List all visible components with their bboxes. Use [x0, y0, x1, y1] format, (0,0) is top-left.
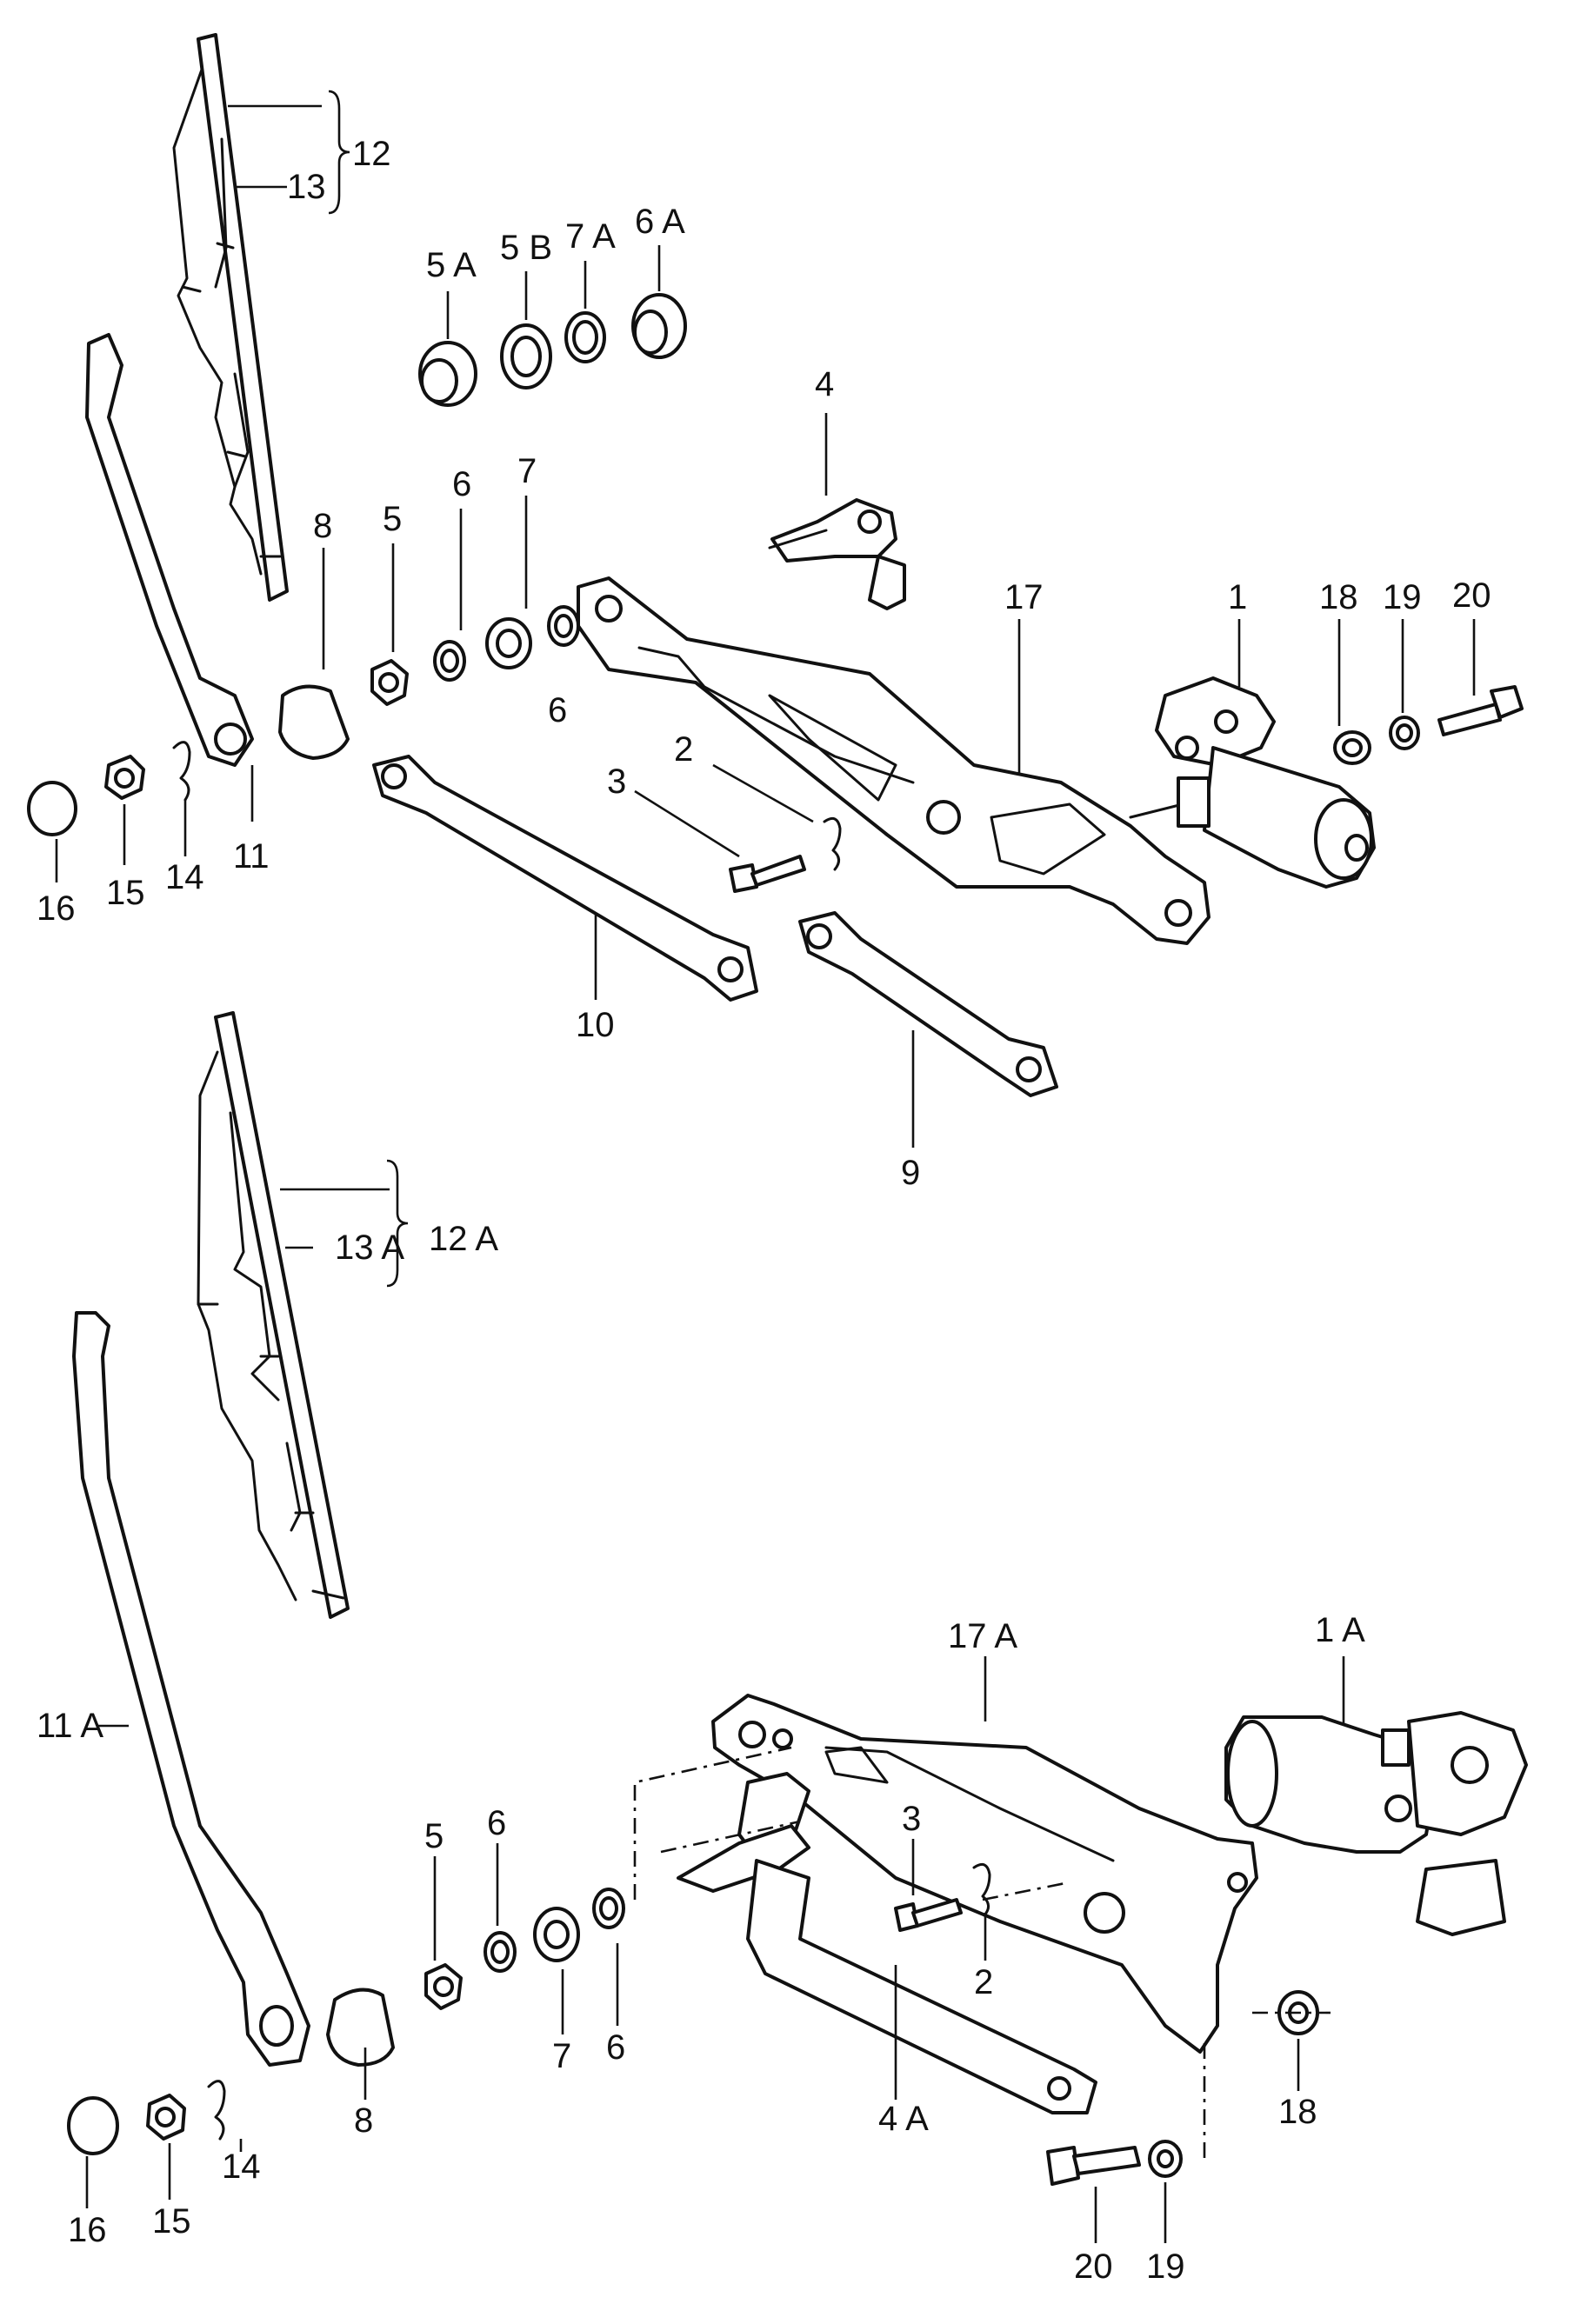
label-16-bot: 16 — [68, 2211, 107, 2249]
label-15-top: 15 — [106, 874, 145, 912]
label-5-top: 5 — [383, 500, 402, 538]
label-9-top: 9 — [901, 1154, 920, 1192]
label-4-top: 4 — [815, 365, 834, 403]
label-1A: 1 A — [1315, 1611, 1365, 1649]
link-rod-10 — [372, 755, 758, 1002]
pivot-link-4A — [677, 1772, 1097, 2114]
label-6-top: 6 — [452, 465, 471, 503]
wiper-frame-17 — [577, 576, 1211, 945]
label-6A: 6 A — [635, 203, 685, 241]
leader-lines-bottom — [85, 1159, 1345, 2243]
label-18-bot: 18 — [1278, 2093, 1317, 2131]
label-8-top: 8 — [313, 507, 332, 545]
pivot-shaft-4 — [768, 498, 906, 610]
leader-lines-top — [55, 90, 1476, 1148]
label-3-top: 3 — [607, 762, 626, 801]
wiper-motor-1 — [1129, 676, 1376, 889]
label-7-top: 7 — [517, 452, 537, 490]
label-14-top: 14 — [165, 858, 204, 896]
label-13: 13 — [287, 168, 326, 206]
wiper-arm-11A — [72, 1311, 310, 2067]
label-16-top: 16 — [37, 889, 76, 928]
label-17-top: 17 — [1004, 578, 1044, 616]
label-5B: 5 B — [500, 229, 552, 267]
label-20-bot: 20 — [1074, 2247, 1113, 2286]
label-19-bot: 19 — [1146, 2247, 1185, 2286]
label-4A: 4 A — [878, 2100, 929, 2138]
label-1-top: 1 — [1228, 578, 1247, 616]
small-parts-top — [27, 605, 580, 836]
label-7A: 7 A — [565, 217, 616, 256]
bolt-and-clip-bottom — [894, 1862, 991, 1932]
label-10-top: 10 — [576, 1006, 615, 1044]
small-parts-bottom — [67, 1888, 625, 2155]
label-15-bot: 15 — [152, 2202, 191, 2241]
label-6-bot-b: 6 — [606, 2028, 625, 2067]
wiper-motor-1A — [1224, 1711, 1528, 1936]
label-12: 12 — [352, 135, 391, 173]
label-6-bot: 6 — [487, 1804, 506, 1842]
alignment-lines — [633, 1746, 1331, 2161]
label-6-top-b: 6 — [548, 691, 567, 729]
wiper-blade-12A — [197, 1011, 350, 1619]
label-11A: 11 A — [37, 1707, 103, 1745]
label-17A: 17 A — [948, 1617, 1017, 1655]
bolt-and-clip-top — [729, 816, 842, 893]
label-5-bot: 5 — [424, 1817, 444, 1855]
label-8-bot: 8 — [354, 2101, 373, 2140]
washer-set-top — [418, 293, 687, 407]
part-number-labels: 12 13 5 A 5 B 7 A 6 A 4 8 5 6 7 6 17 1 1… — [37, 135, 1491, 2286]
wiper-blade-12 — [172, 33, 289, 602]
wiper-arm-11 — [85, 333, 254, 767]
label-20-top: 20 — [1452, 576, 1491, 615]
label-19-top: 19 — [1383, 578, 1422, 616]
label-7-bot: 7 — [552, 2037, 571, 2075]
label-2-bot: 2 — [974, 1963, 993, 2001]
link-rod-9 — [798, 911, 1058, 1097]
label-13A: 13 A — [335, 1229, 404, 1267]
wiper-frame-17A — [711, 1694, 1258, 2054]
mount-hardware-top — [1333, 685, 1524, 765]
label-11-top: 11 — [233, 837, 270, 876]
label-12A: 12 A — [429, 1220, 498, 1258]
label-3-bot: 3 — [902, 1800, 921, 1838]
label-2-top: 2 — [674, 730, 693, 769]
label-18-top: 18 — [1319, 578, 1358, 616]
label-5A: 5 A — [426, 246, 477, 284]
label-14-bot: 14 — [222, 2148, 261, 2186]
